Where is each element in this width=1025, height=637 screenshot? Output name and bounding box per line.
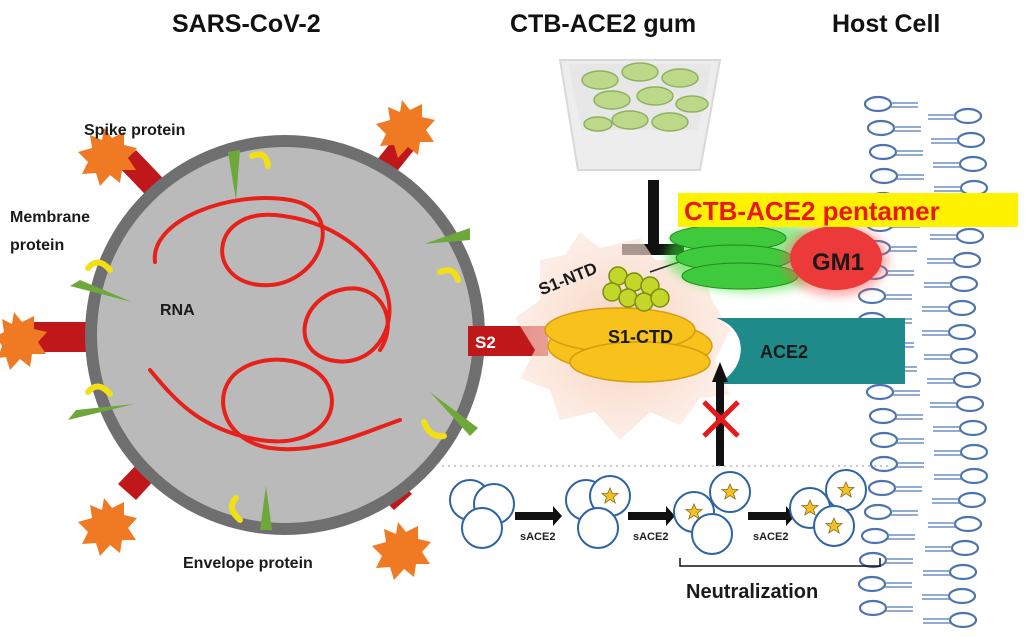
virus-title: SARS-CoV-2 <box>172 10 321 38</box>
lipid-head-inner <box>920 323 977 341</box>
lipid-head-outer <box>868 407 925 425</box>
lipid-head-inner <box>923 539 980 557</box>
lipid-head-inner <box>931 419 988 437</box>
gum-bowl-image <box>558 59 722 171</box>
lipid-head-inner <box>928 395 985 413</box>
lipid-head-outer <box>857 287 914 305</box>
lipid-head-inner <box>921 611 978 629</box>
lipid-head-inner <box>926 107 983 125</box>
sace2-label-3: sACE2 <box>753 531 788 543</box>
s1-ntd-domain <box>602 266 670 312</box>
ace2-receptor: ACE2 <box>716 318 905 384</box>
sace2-label-1: sACE2 <box>520 531 555 543</box>
lipid-head-outer <box>863 503 920 521</box>
spike-heads <box>0 100 435 580</box>
lipid-head-inner <box>920 299 977 317</box>
lipid-head-inner <box>922 347 979 365</box>
lipid-head-inner <box>922 275 979 293</box>
spike-trimer-neutralized <box>789 469 867 547</box>
membrane-protein-label-line2: protein <box>10 237 64 254</box>
s1-ctd-label: S1-CTD <box>608 327 673 347</box>
lipid-head-inner <box>926 515 983 533</box>
envelope-proteins <box>85 151 461 523</box>
pentamer-label-box: CTB-ACE2 pentamer <box>678 193 1018 227</box>
ace2-label: ACE2 <box>760 342 808 362</box>
lipid-head-inner <box>920 587 977 605</box>
lipid-head-inner <box>925 371 982 389</box>
neutralization-sequence: sACE2 sACE2 sACE2 <box>449 469 881 603</box>
lipid-head-outer <box>869 167 926 185</box>
s1-complex: S1-NTD S1-CTD <box>515 232 730 440</box>
membrane-protein-label-line1: Membrane <box>10 209 90 226</box>
gm1-receptor: GM1 <box>784 224 888 296</box>
rna-strand <box>148 196 402 452</box>
lipid-head-outer <box>857 575 914 593</box>
lipid-head-outer <box>865 383 922 401</box>
lipid-head-outer <box>860 527 917 545</box>
envelope-protein-label: Envelope protein <box>183 555 313 572</box>
rna-label: RNA <box>160 302 195 319</box>
neutralization-label: Neutralization <box>686 581 818 603</box>
lipid-head-inner <box>921 563 978 581</box>
lipid-head-inner <box>931 155 988 173</box>
lipid-head-inner <box>930 491 987 509</box>
inhibition-arrow <box>622 180 684 255</box>
lipid-head-inner <box>929 131 986 149</box>
spike-trimer-one-bound <box>565 475 631 549</box>
lipid-head-inner <box>932 179 989 197</box>
lipid-head-inner <box>932 443 989 461</box>
s2-label: S2 <box>475 333 496 352</box>
lipid-head-outer <box>858 599 915 617</box>
gum-title: CTB-ACE2 gum <box>510 10 696 38</box>
lipid-head-inner <box>928 227 985 245</box>
host-title: Host Cell <box>832 10 940 38</box>
membrane-proteins <box>68 150 478 530</box>
spike-protein-label: Spike protein <box>84 122 185 139</box>
spike-trimer-two-bound <box>673 471 751 555</box>
blocked-binding-arrow <box>702 362 740 466</box>
lipid-head-outer <box>868 143 925 161</box>
lipid-head-inner <box>932 467 989 485</box>
lipid-head-outer <box>869 431 926 449</box>
pentamer-label: CTB-ACE2 pentamer <box>684 196 940 226</box>
lipid-head-outer <box>858 551 915 569</box>
spike-trimer-unbound <box>449 479 515 549</box>
lipid-head-outer <box>867 479 924 497</box>
lipid-head-outer <box>869 455 926 473</box>
lipid-head-outer <box>866 119 923 137</box>
gm1-label: GM1 <box>812 249 864 276</box>
sars-cov-2-virion: Spike protein Membrane protein RNA Envel… <box>0 100 485 580</box>
lipid-head-outer <box>863 95 920 113</box>
lipid-head-inner <box>925 251 982 269</box>
neutralization-bracket <box>679 558 881 567</box>
sace2-label-2: sACE2 <box>633 531 668 543</box>
